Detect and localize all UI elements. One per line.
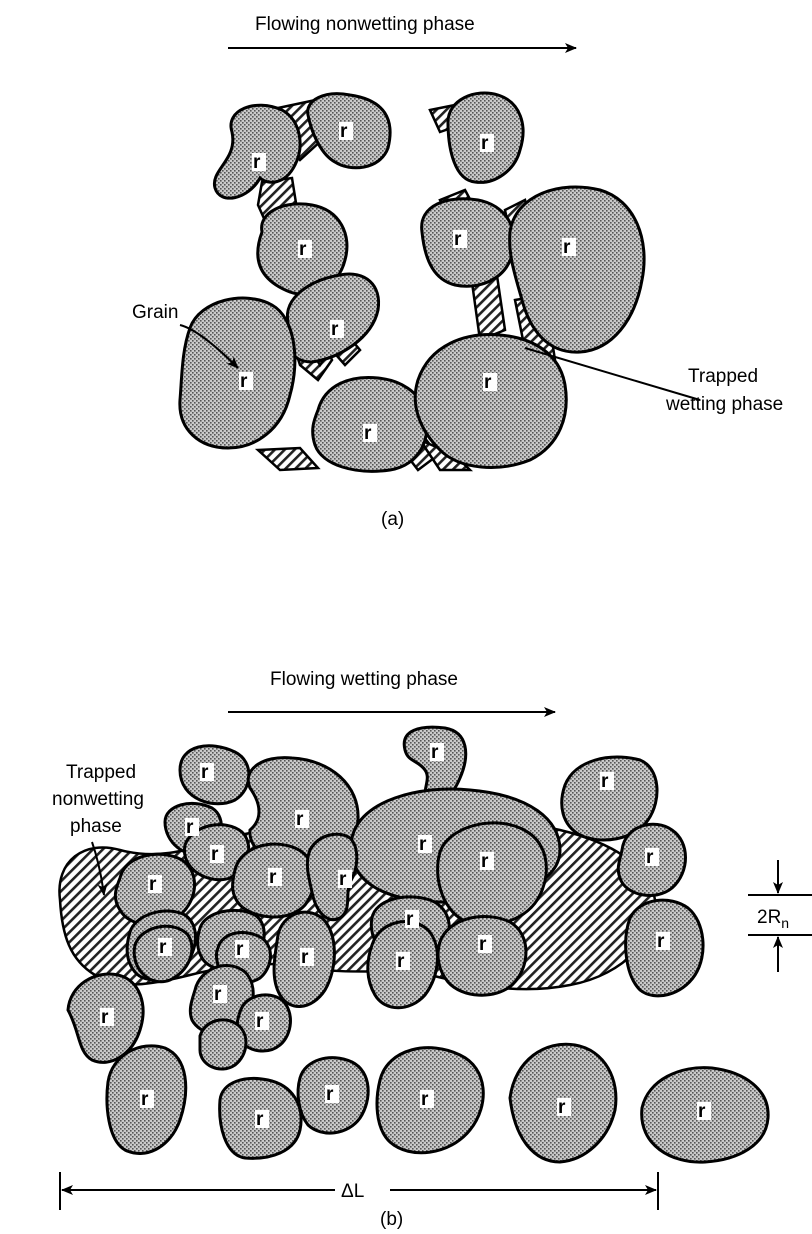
grain-r: r — [601, 771, 609, 792]
trapped-nonwetting-label-1: Trapped — [66, 762, 136, 783]
grain-r: r — [563, 237, 571, 258]
grain-r: r — [269, 867, 277, 888]
grain-r: r — [326, 1084, 334, 1105]
grain-r: r — [296, 809, 304, 830]
grain-r: r — [364, 423, 372, 444]
grain-r: r — [421, 1089, 429, 1110]
grain-r: r — [339, 869, 347, 890]
flow-label-a: Flowing nonwetting phase — [255, 14, 475, 35]
panel-a: Flowing nonwetting phase — [132, 14, 783, 530]
grain-r: r — [240, 371, 248, 392]
radius-label: 2Rn — [757, 907, 789, 931]
caption-b: (b) — [380, 1209, 403, 1230]
grain-r: r — [419, 834, 427, 855]
trapped-nonwetting-label-2: nonwetting — [52, 789, 144, 810]
grain-r: r — [481, 851, 489, 872]
grain-r: r — [397, 951, 405, 972]
grain-r: r — [101, 1007, 109, 1028]
grain-r: r — [256, 1011, 264, 1032]
grain-r: r — [657, 931, 665, 952]
grain-r: r — [299, 239, 307, 260]
grain-r: r — [253, 152, 261, 173]
grain-r: r — [141, 1089, 149, 1110]
grain-r: r — [256, 1109, 264, 1130]
grain-r: r — [236, 939, 244, 960]
grain-r: r — [340, 121, 348, 142]
delta-l-label: ΔL — [341, 1181, 364, 1202]
grain-r: r — [479, 934, 487, 955]
grain-r: r — [406, 909, 414, 930]
grain-r: r — [454, 229, 462, 250]
radius-dimension: 2Rn — [748, 860, 812, 972]
trapped-nonwetting-label-3: phase — [70, 816, 122, 837]
grain-r: r — [186, 817, 194, 838]
grain-r: r — [484, 372, 492, 393]
panel-b: Flowing wetting phase — [52, 669, 812, 1230]
grain-r: r — [201, 762, 209, 783]
caption-a: (a) — [381, 509, 404, 530]
grain-r: r — [646, 847, 654, 868]
grain-r: r — [698, 1101, 706, 1122]
grains-a — [180, 93, 644, 471]
grain-r: r — [159, 937, 167, 958]
delta-l-dimension: ΔL — [60, 1172, 658, 1210]
grain-r: r — [431, 742, 439, 763]
grain-r: r — [149, 874, 157, 895]
grain-label: Grain — [132, 302, 178, 323]
trapped-wetting-label-2: wetting phase — [665, 394, 783, 415]
grain-r: r — [331, 319, 339, 340]
grain-r: r — [211, 844, 219, 865]
grain-r: r — [301, 947, 309, 968]
flow-label-b: Flowing wetting phase — [270, 669, 458, 690]
grain-r: r — [481, 133, 489, 154]
grain-r: r — [558, 1097, 566, 1118]
grain-r: r — [214, 984, 222, 1005]
trapped-wetting-label-1: Trapped — [688, 366, 758, 387]
